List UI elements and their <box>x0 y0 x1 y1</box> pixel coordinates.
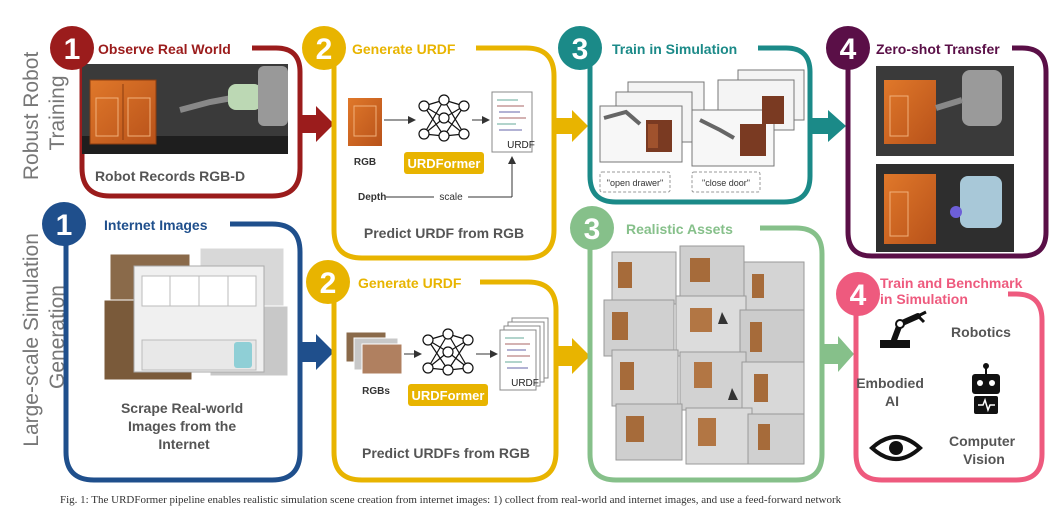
arrow-bottom-2-3 <box>558 338 590 374</box>
panel-internet-images: Scrape Real-world Images from the Intern… <box>63 221 303 483</box>
eye-icon <box>869 435 923 461</box>
arrow-top-1-2 <box>300 106 334 142</box>
step-badge-2-top <box>302 26 346 70</box>
svg-text:RGB: RGB <box>354 157 376 168</box>
svg-text:Depth: Depth <box>358 192 386 203</box>
svg-text:scale: scale <box>439 192 463 203</box>
step-badge-1-bottom <box>42 202 86 246</box>
svg-text:RGBs: RGBs <box>362 386 390 397</box>
panel-realistic-assets <box>587 225 825 483</box>
rgb-thumbnail <box>348 98 382 146</box>
rendered-scenes-grid <box>603 245 805 465</box>
panel-train-and-benchmark: Robotics Embodied AI Computer Vision <box>853 291 1045 483</box>
step-badge-3-top <box>558 26 602 70</box>
urdformer-model-badge <box>404 152 484 174</box>
svg-text:3: 3 <box>584 213 601 246</box>
svg-text:4: 4 <box>850 279 867 312</box>
urdf-document-icon: URDF <box>491 91 535 153</box>
panel-generate-urdf-top: RGB URDFormer URDF Depth scale <box>331 45 557 261</box>
assets-title: Realistic Assets <box>626 221 733 237</box>
internet-title: Internet Images <box>104 217 208 233</box>
svg-text:"open drawer": "open drawer" <box>607 178 663 188</box>
svg-text:URDFormer: URDFormer <box>408 156 481 171</box>
svg-text:URDF: URDF <box>511 378 539 389</box>
robot-arm-icon <box>228 84 262 110</box>
svg-text:2: 2 <box>320 267 337 300</box>
svg-text:1: 1 <box>56 209 73 242</box>
generate-bottom-title: Generate URDF <box>358 275 462 291</box>
neural-network-icon <box>418 94 470 142</box>
internet-caption: Scrape Real-world Images from the Intern… <box>121 400 247 452</box>
benchmark-robotics-label: Robotics <box>951 324 1011 340</box>
svg-text:URDF: URDF <box>507 140 535 151</box>
svg-text:4: 4 <box>840 33 857 66</box>
panel-observe-real-world: Robot Records RGB-D <box>79 45 303 199</box>
figure-caption: Fig. 1: The URDFormer pipeline enables r… <box>60 494 842 506</box>
observe-title: Observe Real World <box>98 41 231 57</box>
svg-text:"close door": "close door" <box>702 178 750 188</box>
neural-network-icon <box>422 328 474 376</box>
side-label-top: Robust Robot Training <box>20 46 69 180</box>
train-title: Train in Simulation <box>612 41 737 57</box>
generate-bottom-caption: Predict URDFs from RGB <box>362 445 530 461</box>
generate-top-title: Generate URDF <box>352 41 456 57</box>
svg-text:2: 2 <box>316 33 333 66</box>
robot-arm-icon <box>880 310 927 348</box>
arrow-top-2-3 <box>556 110 588 142</box>
benchmark-vision-label: Computer Vision <box>949 433 1019 467</box>
task-label-open-drawer <box>599 171 671 193</box>
observe-caption: Robot Records RGB-D <box>95 168 245 184</box>
urdformer-model-badge-bottom <box>408 384 488 406</box>
benchmark-embodied-label: Embodied AI <box>856 375 928 409</box>
step-badge-4-bottom <box>836 272 880 316</box>
side-label-bottom: Large-scale Simulation Generation <box>20 227 69 446</box>
step-badge-4-top <box>826 26 870 70</box>
urdf-documents-stack-icon: URDF <box>499 317 549 391</box>
panel-train-in-simulation: "open drawer" "close door" <box>587 45 813 205</box>
internet-image-collage <box>103 247 289 381</box>
generate-top-caption: Predict URDF from RGB <box>364 225 524 241</box>
robot-head-icon <box>972 363 1000 414</box>
svg-text:1: 1 <box>64 33 81 66</box>
svg-text:URDFormer: URDFormer <box>412 388 485 403</box>
arrow-bottom-1-2 <box>300 334 334 370</box>
panel-zero-shot-transfer <box>845 45 1049 259</box>
arrow-bottom-3-4 <box>824 336 854 372</box>
step-badge-1-top <box>50 26 94 70</box>
svg-text:3: 3 <box>572 33 589 66</box>
step-badge-2-bottom <box>306 260 350 304</box>
panel-generate-urdf-bottom: RGBs URDFormer URDF Predict URDFs from R… <box>331 279 559 483</box>
simulation-frames <box>599 69 805 167</box>
step-badge-3-bottom <box>570 206 614 250</box>
task-label-close-door <box>691 171 761 193</box>
arrow-top-3-4 <box>812 110 846 142</box>
transfer-title: Zero-shot Transfer <box>876 41 1000 57</box>
benchmark-title: Train and Benchmark in Simulation <box>880 275 1026 307</box>
